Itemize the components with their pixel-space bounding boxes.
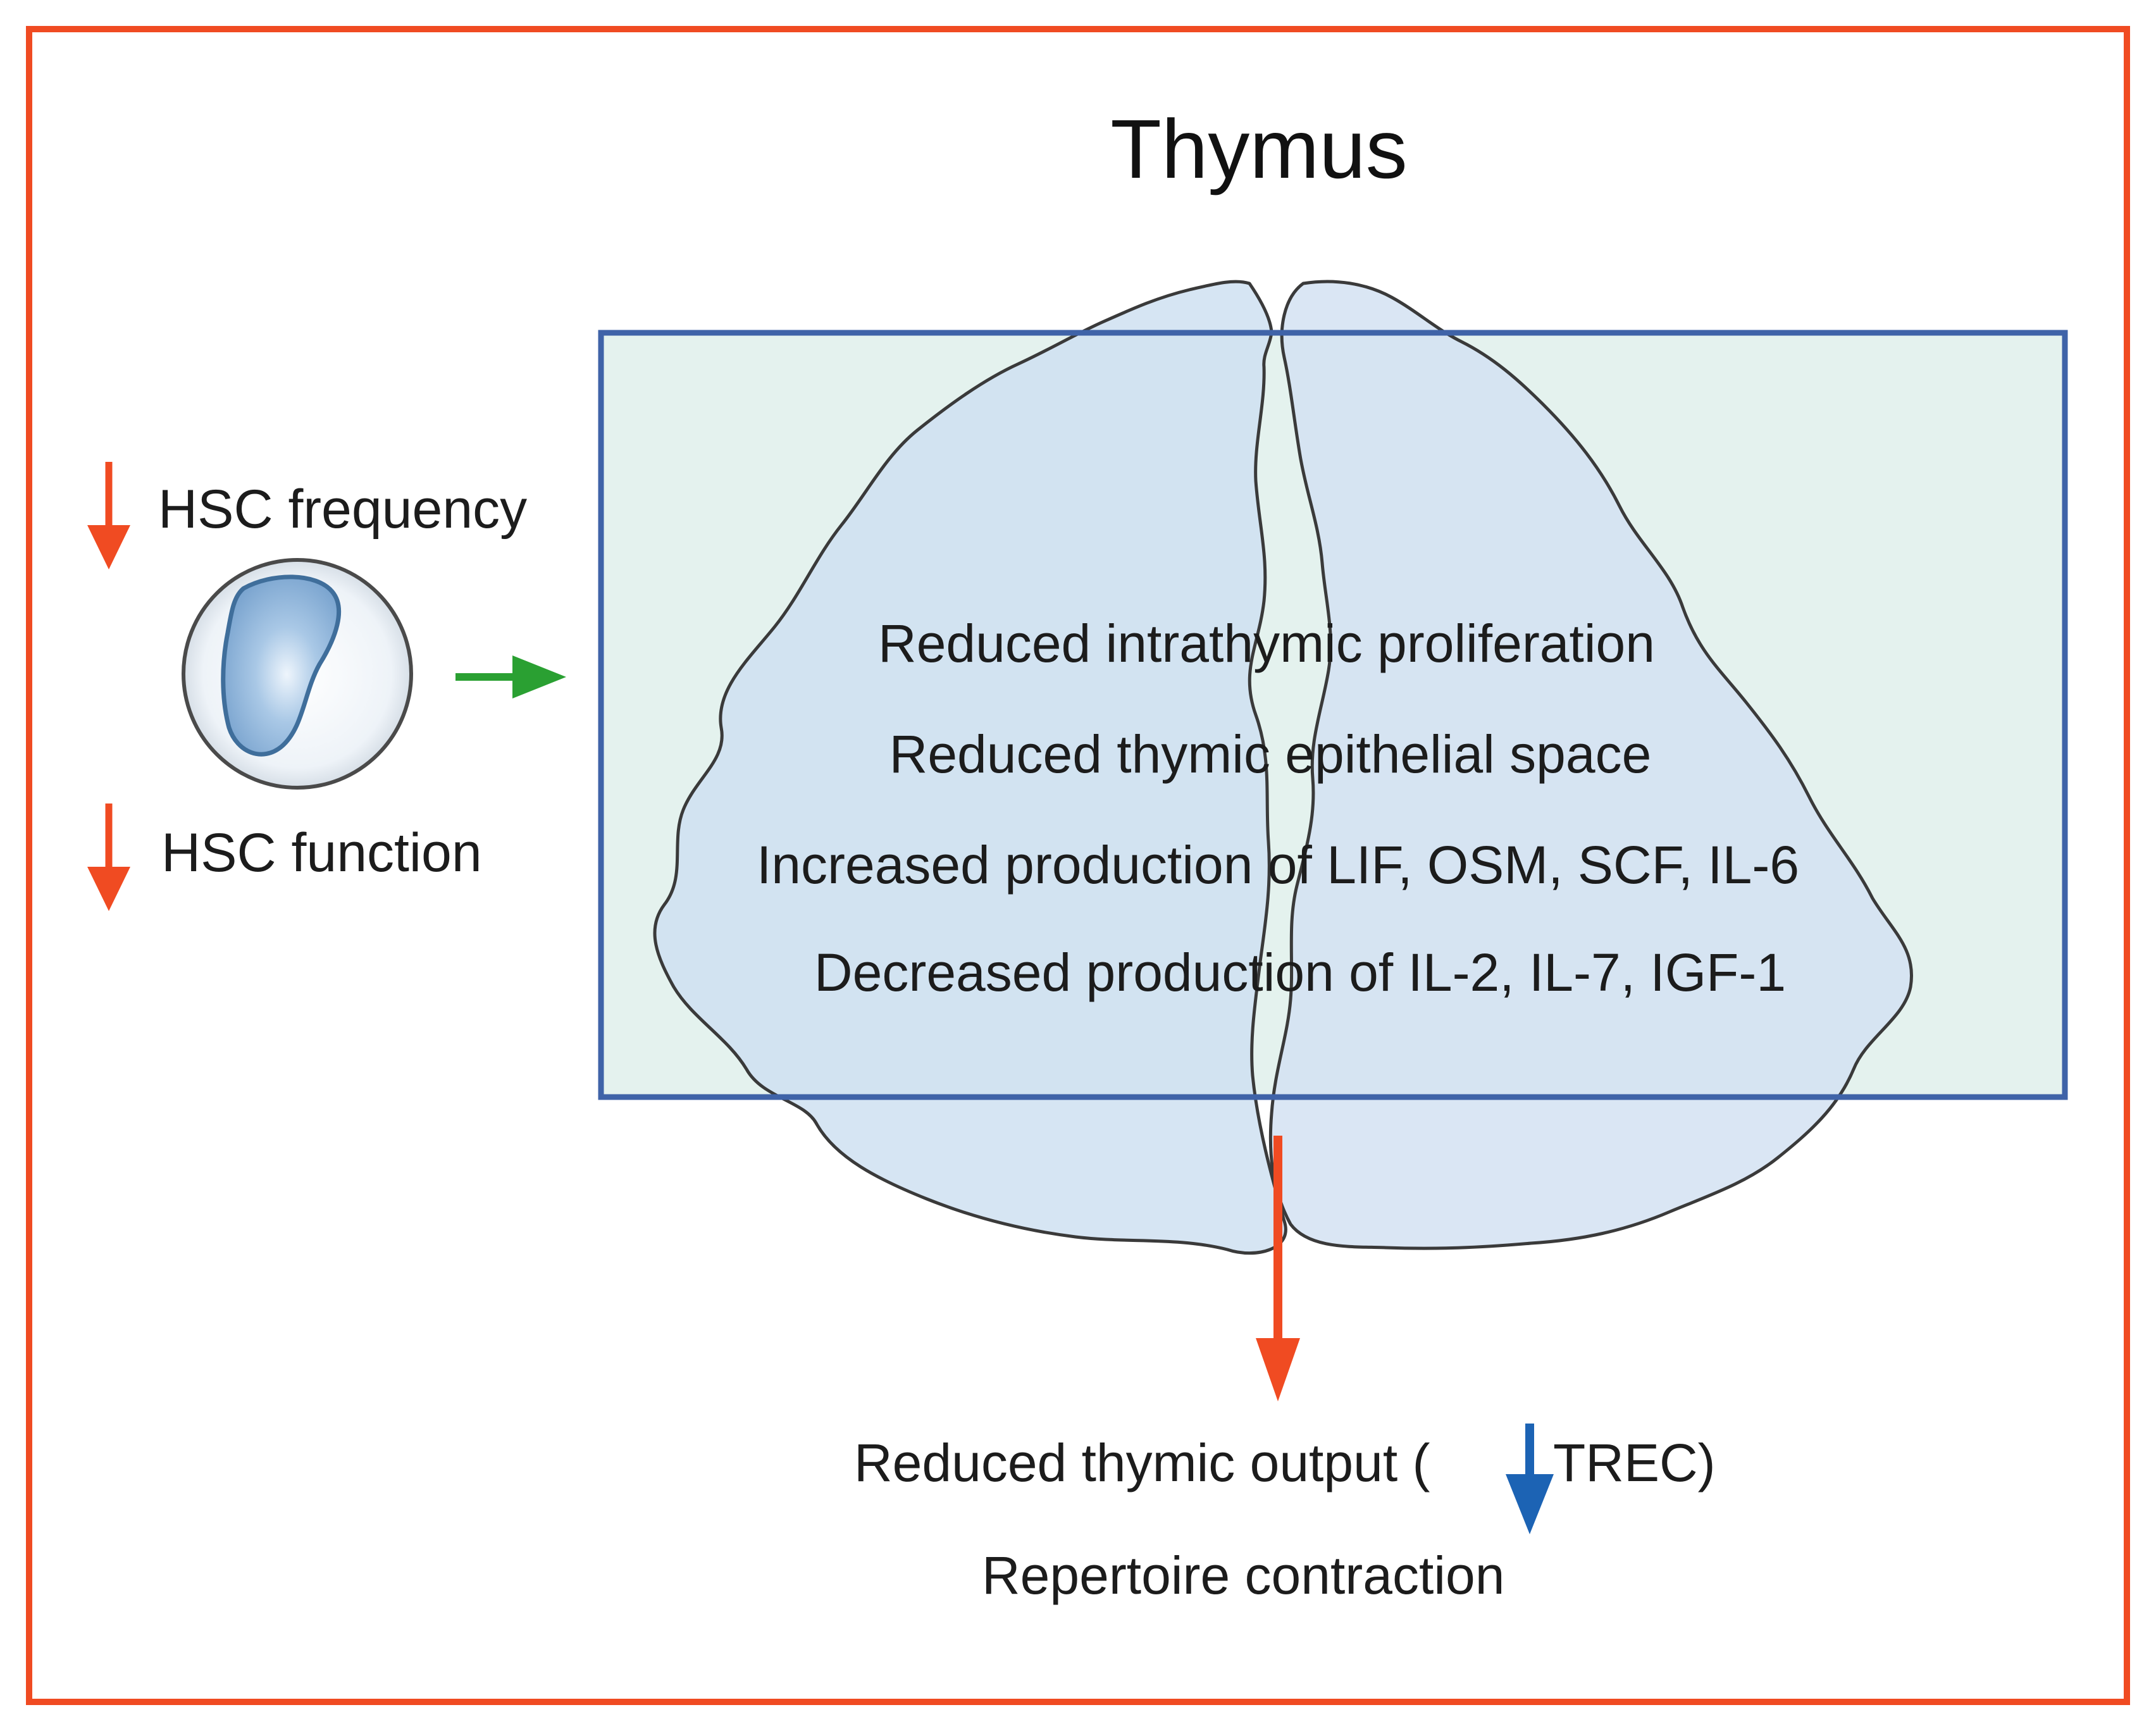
trec-down-arrow-icon (1506, 1424, 1554, 1534)
trec-label: TREC) (1553, 1433, 1716, 1492)
thymus-effect-4: Decreased production of IL-2, IL-7, IGF-… (814, 943, 1787, 1002)
hsc-frequency-label: HSC frequency (158, 479, 528, 540)
thymus-left-lobe-icon (653, 280, 1287, 1255)
outer-frame (26, 26, 2130, 1705)
thymus-effects-box-border (598, 330, 2068, 1100)
thymus-effect-2: Reduced thymic epithelial space (889, 724, 1652, 784)
diagram-title: Thymus (1110, 102, 1408, 195)
thymus-effect-3: Increased production of LIF, OSM, SCF, I… (756, 835, 1800, 895)
output-down-arrow-icon (1256, 1136, 1300, 1401)
thymus-effect-1: Reduced intrathymic proliferation (878, 614, 1655, 673)
hsc-function-label: HSC function (161, 822, 482, 883)
down-arrow-icon (87, 462, 130, 569)
repertoire-label: Repertoire contraction (982, 1546, 1505, 1605)
thymus-right-lobe-icon (1268, 280, 1913, 1250)
stem-cell-icon (182, 558, 413, 790)
thymic-output-label: Reduced thymic output ( (854, 1433, 1430, 1492)
right-arrow-icon (455, 655, 566, 698)
down-arrow-icon (87, 803, 130, 911)
